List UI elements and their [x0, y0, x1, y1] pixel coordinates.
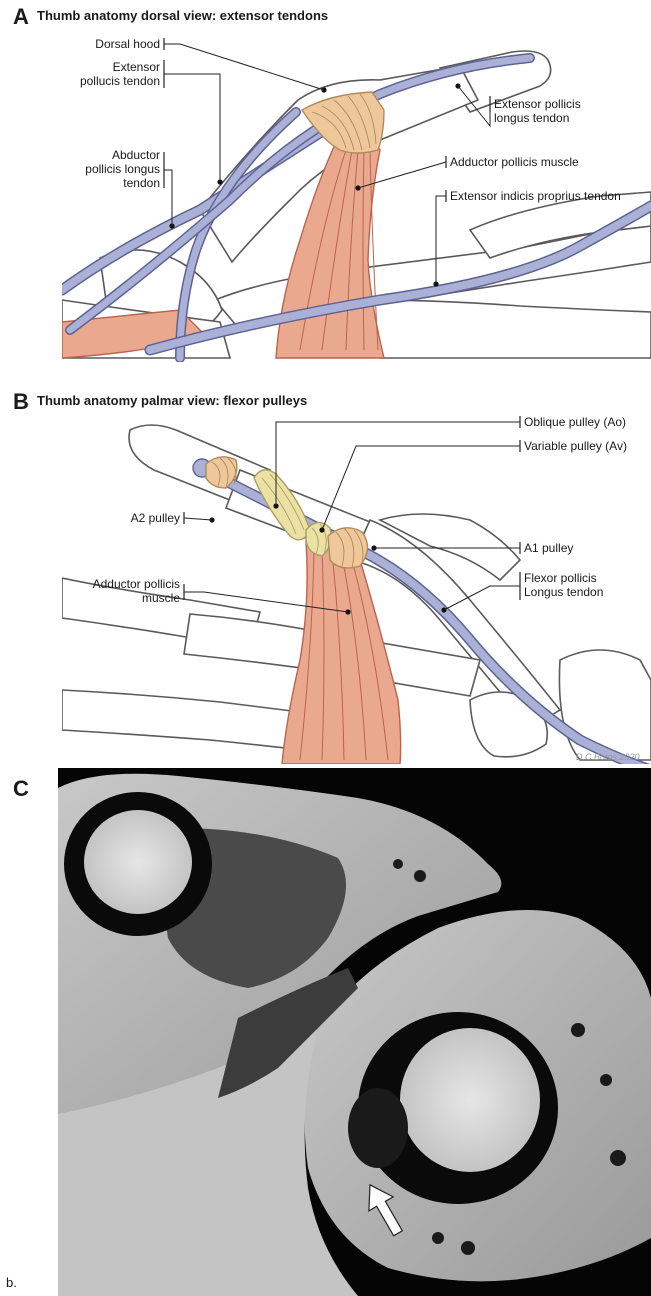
- panel-c-letter: C: [13, 776, 29, 802]
- illustration-credit: D.C.Botos.2020: [576, 752, 640, 762]
- label-eip: Extensor indicis proprius tendon: [450, 189, 621, 203]
- label-a1-pulley: A1 pulley: [524, 541, 573, 555]
- label-abductor-2: pollicis longus: [0, 162, 160, 176]
- label-fpl-1: Flexor pollicis: [524, 571, 597, 585]
- carpals-b2: [559, 650, 651, 760]
- label-extensor-pollucis-1: Extensor: [0, 60, 160, 74]
- label-dorsal-hood: Dorsal hood: [0, 37, 160, 51]
- label-oblique-pulley: Oblique pulley (Ao): [524, 415, 626, 429]
- label-extensor-pollucis-2: pollucis tendon: [0, 74, 160, 88]
- label-adductor-b-1: Adductor pollicis: [0, 577, 180, 591]
- label-variable-pulley: Variable pulley (Av): [524, 439, 627, 453]
- label-adductor-b-2: muscle: [0, 591, 180, 605]
- label-epl-long-2: longus tendon: [494, 111, 569, 125]
- label-fpl-2: Longus tendon: [524, 585, 603, 599]
- label-abductor-1: Abductor: [0, 148, 160, 162]
- label-adductor-a: Adductor pollicis muscle: [450, 155, 579, 169]
- lower-bones-a: [367, 300, 651, 358]
- label-abductor-3: tendon: [0, 176, 160, 190]
- label-epl-long-1: Extensor pollicis: [494, 97, 581, 111]
- caption-stub: b.: [6, 1275, 17, 1290]
- mri-axial-image: [58, 768, 651, 1296]
- a1-pulley-shape: [328, 528, 368, 568]
- label-a2-pulley: A2 pulley: [0, 511, 180, 525]
